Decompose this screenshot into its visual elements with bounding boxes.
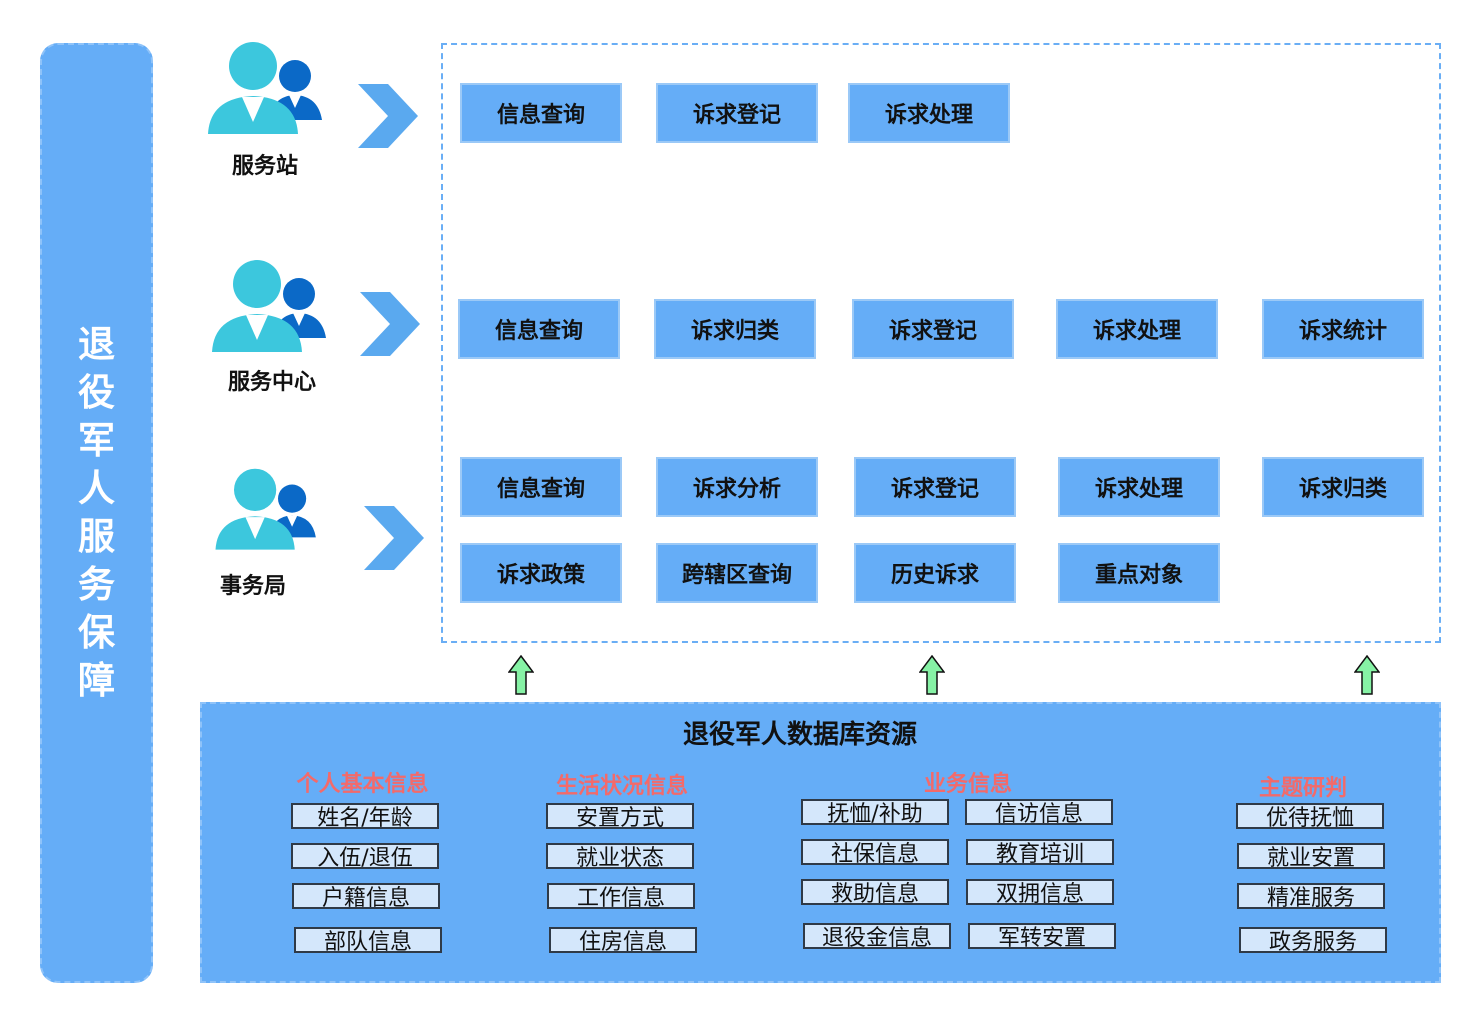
data-item: 信访信息 [965,799,1113,827]
function-box: 信息查询 [458,299,620,359]
data-item: 退役金信息 [803,923,951,951]
data-item: 军转安置 [968,923,1116,951]
function-box: 历史诉求 [854,543,1016,603]
function-box: 诉求处理 [1058,457,1220,517]
role-label: 事务局 [220,574,287,599]
sidebar-title-bar: 退役军人服务保障 [40,43,153,983]
category-title: 个人基本信息 [296,772,429,797]
function-box: 诉求政策 [460,543,622,603]
function-box: 诉求处理 [848,83,1010,143]
data-item: 政务服务 [1239,927,1387,955]
function-box: 诉求归类 [1262,457,1424,517]
data-item: 精准服务 [1237,883,1385,911]
function-box: 诉求登记 [656,83,818,143]
people-group-icon [208,42,322,134]
data-item: 社保信息 [801,839,949,867]
arrow-up-icon [1354,655,1380,695]
chevron-right-icon [364,506,424,570]
chevron-right-icon [360,292,420,356]
role-affairs-bureau: 事务局 [200,468,360,608]
data-item: 救助信息 [801,879,949,907]
data-item: 户籍信息 [292,883,440,911]
data-item: 入伍/退伍 [291,843,439,871]
data-item: 优待抚恤 [1236,803,1384,831]
function-box: 信息查询 [460,83,622,143]
sidebar-title: 退役军人服务保障 [78,323,115,702]
function-box: 诉求统计 [1262,299,1424,359]
people-group-icon [215,468,316,550]
data-item: 抚恤/补助 [801,799,949,827]
function-box: 诉求处理 [1056,299,1218,359]
data-item: 安置方式 [546,803,694,831]
data-item: 就业状态 [546,843,694,871]
function-box: 信息查询 [460,457,622,517]
data-item: 工作信息 [547,883,695,911]
data-item: 就业安置 [1237,843,1385,871]
arrow-up-icon [508,655,534,695]
function-box: 诉求登记 [852,299,1014,359]
category-title: 生活状况信息 [555,774,688,799]
data-item: 姓名/年龄 [291,803,439,831]
category-title: 业务信息 [923,772,1012,797]
category-title: 主题研判 [1258,776,1347,801]
function-box: 跨辖区查询 [656,543,818,603]
function-box: 诉求分析 [656,457,818,517]
arrow-up-icon [919,655,945,695]
role-service-station: 服务站 [200,40,360,180]
data-item: 住房信息 [549,927,697,955]
role-label: 服务站 [232,154,299,179]
role-label: 服务中心 [228,370,317,395]
data-item: 双拥信息 [966,879,1114,907]
function-box: 重点对象 [1058,543,1220,603]
function-box: 诉求归类 [654,299,816,359]
people-group-icon [212,260,326,352]
database-title: 退役军人数据库资源 [682,720,917,750]
chevron-right-icon [358,84,418,148]
data-item: 部队信息 [294,927,442,955]
data-item: 教育培训 [966,839,1114,867]
function-box: 诉求登记 [854,457,1016,517]
role-service-center: 服务中心 [200,260,360,400]
functions-frame [441,43,1441,643]
